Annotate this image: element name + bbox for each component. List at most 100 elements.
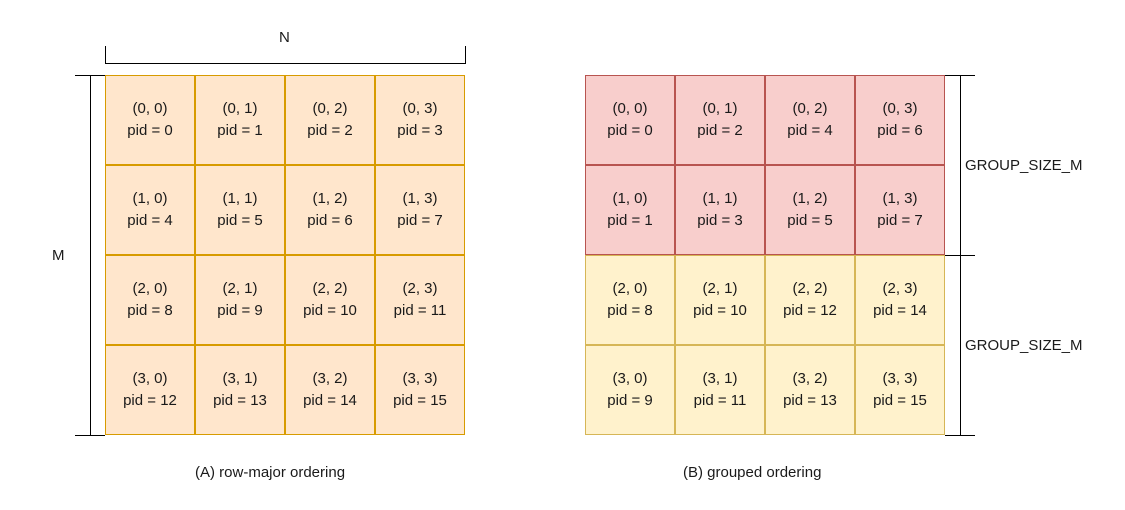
cell-pid: pid = 3 [397,122,443,139]
grid-cell: (1, 3) pid = 7 [375,165,465,255]
cell-coordinate: (2, 2) [792,280,828,297]
grid-cell: (3, 0) pid = 9 [585,345,675,435]
cell-coordinate: (3, 3) [402,370,438,387]
cell-pid: pid = 9 [217,302,263,319]
group-size-label-2: GROUP_SIZE_M [965,337,1083,354]
cell-coordinate: (3, 2) [792,370,828,387]
group-tick-bottom [945,435,975,436]
cell-pid: pid = 6 [307,212,353,229]
cell-pid: pid = 14 [303,392,357,409]
grid-cell: (2, 1) pid = 10 [675,255,765,345]
grid-cell: (2, 2) pid = 10 [285,255,375,345]
cell-pid: pid = 11 [693,392,747,409]
cell-coordinate: (2, 3) [402,280,438,297]
cell-pid: pid = 11 [393,302,447,319]
grid-cell: (0, 3)pid = 6 [855,75,945,165]
grid-cell: (0, 1)pid = 1 [195,75,285,165]
cell-coordinate: (1, 2) [792,190,828,207]
n-dimension-label: N [279,29,290,46]
cell-pid: pid = 1 [607,212,653,229]
grid-cell: (1, 0) pid = 1 [585,165,675,255]
caption-row-major: (A) row-major ordering [195,464,346,481]
m-dimension-tick-bottom [75,435,105,436]
grid-cell: (0, 3) pid = 3 [375,75,465,165]
grouped-grid: (0, 0)pid = 0(0, 1)pid = 2(0, 2)pid = 4(… [585,75,945,435]
cell-coordinate: (0, 2) [792,100,828,117]
cell-coordinate: (1, 0) [132,190,168,207]
cell-coordinate: (2, 1) [702,280,738,297]
grid-cell: (2, 1) pid = 9 [195,255,285,345]
n-dimension-tick-left [105,46,106,64]
cell-pid: pid = 13 [213,392,267,409]
grid-cell: (3, 2)pid = 13 [765,345,855,435]
grid-cell: (3, 3) pid = 15 [855,345,945,435]
m-dimension-tick-top [75,75,105,76]
cell-coordinate: (2, 0) [612,280,648,297]
grid-cell: (2, 3) pid = 11 [375,255,465,345]
grid-cell: (1, 3) pid = 7 [855,165,945,255]
cell-pid: pid = 6 [877,122,923,139]
grid-cell: (0, 0) pid = 0 [105,75,195,165]
grid-cell: (0, 2) pid = 2 [285,75,375,165]
grid-cell: (0, 2)pid = 4 [765,75,855,165]
cell-pid: pid = 2 [697,122,743,139]
cell-coordinate: (0, 2) [312,100,348,117]
cell-coordinate: (1, 2) [312,190,348,207]
cell-pid: pid = 4 [127,212,173,229]
m-dimension-label: M [52,247,65,264]
grid-cell: (0, 1) pid = 2 [675,75,765,165]
group-size-label-1: GROUP_SIZE_M [965,157,1083,174]
group-tick-middle [945,255,975,256]
cell-coordinate: (2, 2) [312,280,348,297]
cell-pid: pid = 8 [127,302,173,319]
cell-pid: pid = 10 [303,302,357,319]
cell-coordinate: (1, 1) [222,190,258,207]
grid-cell: (3, 1) pid = 13 [195,345,285,435]
cell-coordinate: (2, 1) [222,280,258,297]
cell-pid: pid = 0 [607,122,653,139]
cell-pid: pid = 9 [607,392,653,409]
cell-coordinate: (3, 0) [132,370,168,387]
grid-cell: (3, 1) pid = 11 [675,345,765,435]
cell-pid: pid = 0 [127,122,173,139]
n-dimension-tick-right [465,46,466,64]
cell-pid: pid = 12 [783,302,837,319]
grid-cell: (3, 3) pid = 15 [375,345,465,435]
grid-cell: (2, 0) pid = 8 [585,255,675,345]
grid-cell: (1, 2) pid = 6 [285,165,375,255]
cell-pid: pid = 1 [217,122,263,139]
grid-cell: (2, 2) pid = 12 [765,255,855,345]
cell-coordinate: (3, 1) [702,370,738,387]
cell-coordinate: (0, 3) [402,100,438,117]
row-major-grid: (0, 0)pid = 0(0, 1)pid = 1(0, 2)pid = 2(… [105,75,465,435]
cell-pid: pid = 15 [393,392,447,409]
cell-coordinate: (1, 3) [882,190,918,207]
grid-cell: (2, 0) pid = 8 [105,255,195,345]
group-tick-top [945,75,975,76]
cell-pid: pid = 2 [307,122,353,139]
cell-coordinate: (3, 3) [882,370,918,387]
grid-cell: (0, 0) pid = 0 [585,75,675,165]
cell-pid: pid = 7 [397,212,443,229]
cell-coordinate: (2, 0) [132,280,168,297]
cell-coordinate: (1, 0) [612,190,648,207]
cell-coordinate: (1, 3) [402,190,438,207]
cell-coordinate: (3, 0) [612,370,648,387]
cell-coordinate: (3, 2) [312,370,348,387]
cell-pid: pid = 14 [873,302,927,319]
cell-coordinate: (3, 1) [222,370,258,387]
cell-pid: pid = 5 [217,212,263,229]
cell-pid: pid = 10 [693,302,747,319]
caption-grouped: (B) grouped ordering [683,464,822,481]
grid-cell: (3, 2) pid = 14 [285,345,375,435]
cell-pid: pid = 15 [873,392,927,409]
cell-pid: pid = 8 [607,302,653,319]
cell-coordinate: (0, 1) [702,100,738,117]
grid-cell: (1, 0) pid = 4 [105,165,195,255]
grid-cell: (1, 1)pid = 3 [675,165,765,255]
cell-coordinate: (0, 0) [132,100,168,117]
cell-pid: pid = 7 [877,212,923,229]
grid-cell: (1, 1) pid = 5 [195,165,285,255]
cell-coordinate: (0, 0) [612,100,648,117]
grid-cell: (3, 0)pid = 12 [105,345,195,435]
